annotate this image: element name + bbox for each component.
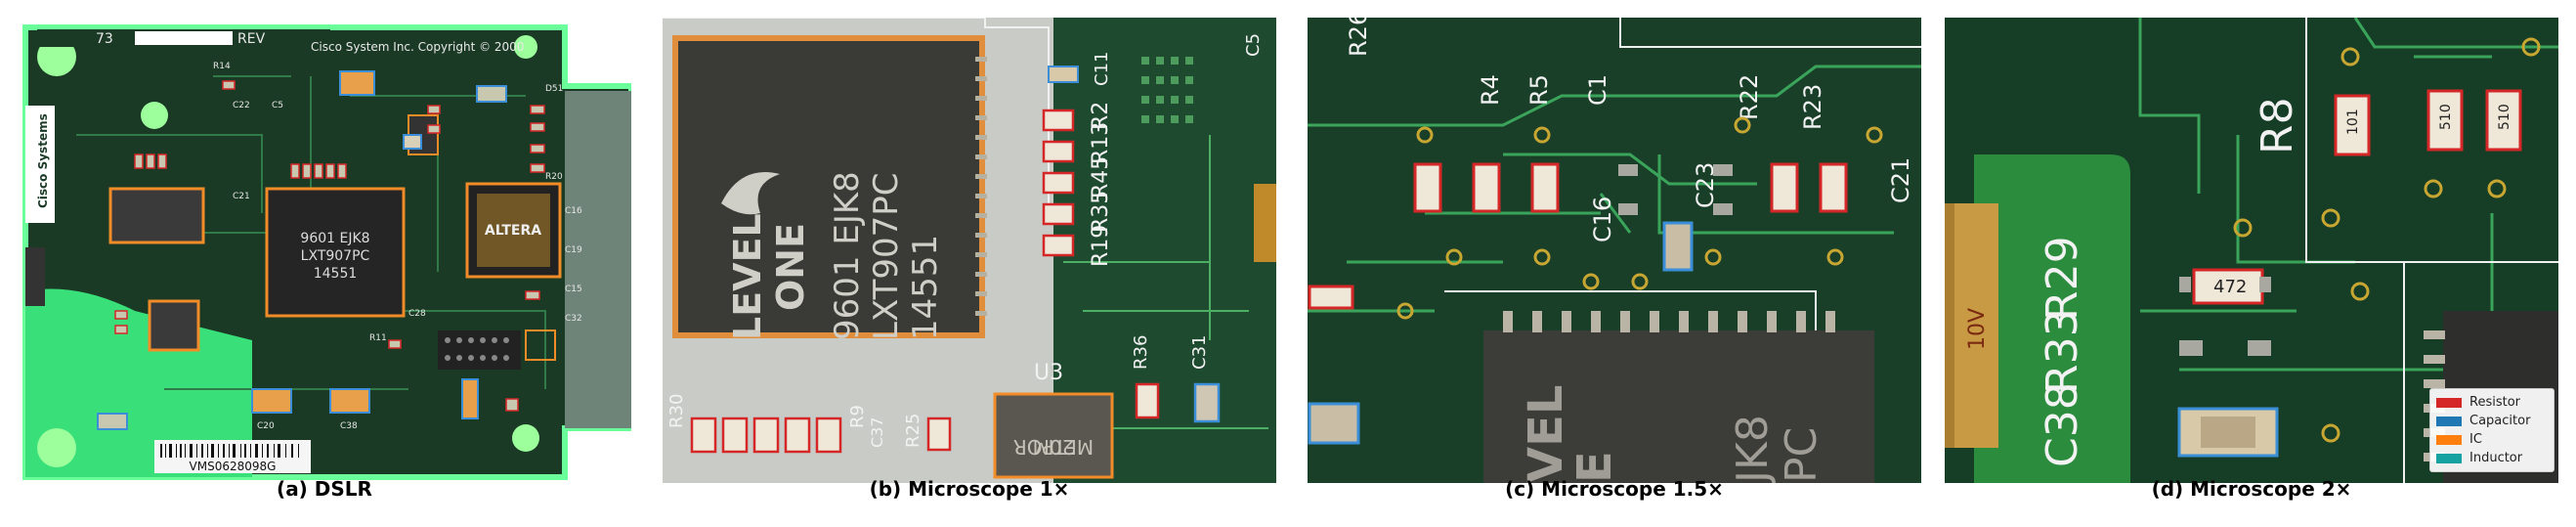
legend-item-capacitor: Capacitor	[2436, 412, 2548, 430]
resistor-code-1: 101	[2345, 109, 2361, 135]
label-c38: C38	[340, 421, 358, 431]
label-b-c37: C37	[868, 417, 886, 448]
label-b-c5: C5	[1243, 33, 1264, 57]
main-ic	[265, 187, 406, 318]
main-ic-line2: LXT907PC	[301, 248, 370, 264]
label-c-r4: R4	[1477, 74, 1504, 106]
caption-microscope-1x: (b) Microscope 1×	[869, 477, 1070, 501]
label-c32: C32	[565, 314, 582, 324]
label-b-r25: R25	[903, 414, 923, 448]
altera-label: ALTERA	[485, 223, 541, 239]
legend-label-capacitor: Capacitor	[2469, 414, 2531, 428]
main-ic-line3: 14551	[314, 266, 358, 282]
legend-label-resistor: Resistor	[2469, 395, 2520, 410]
label-b-r35: R35	[1089, 191, 1113, 233]
label-c-r26: R26	[1345, 18, 1372, 57]
label-r14: R14	[213, 62, 231, 71]
label-c-r5: R5	[1525, 74, 1553, 106]
label-r11: R11	[369, 333, 387, 343]
dslr-board-image: 73 REV Cisco System Inc. Copyright © 200…	[18, 18, 631, 483]
label-d-r8: R8	[2253, 97, 2302, 154]
resistor-code-3: 510	[2497, 104, 2512, 130]
chip-c-text2: E	[1567, 451, 1622, 483]
legend-item-inductor: Inductor	[2436, 449, 2548, 467]
small-ic-b-line1: MFTPOR	[1013, 435, 1094, 459]
legend-label-inductor: Inductor	[2469, 451, 2523, 465]
caption-microscope-1-5x: (c) Microscope 1.5×	[1505, 477, 1724, 501]
microscope-1x-image: LEVEL ONE 9601 EJK8 LXT907PC 14551 R2 R1…	[663, 18, 1276, 483]
board-number: 73	[96, 31, 113, 47]
legend: Resistor Capacitor IC Inductor	[2429, 388, 2555, 472]
label-b-r9: R9	[847, 405, 868, 428]
label-c-c16: C16	[1589, 197, 1616, 242]
label-c-c21: C21	[1887, 157, 1914, 203]
legend-swatch-inductor	[2436, 453, 2462, 463]
main-ic-line1: 9601 EJK8	[300, 231, 369, 246]
label-b-r13: R13	[1089, 122, 1113, 164]
panel-microscope-1x: LEVEL ONE 9601 EJK8 LXT907PC 14551 R2 R1…	[663, 18, 1276, 483]
barcode-text: VMS0628098G	[190, 460, 277, 473]
ic-outline	[108, 187, 205, 244]
legend-item-ic: IC	[2436, 430, 2548, 449]
label-d51: D51	[545, 84, 563, 94]
chip-c-text3: JK8	[1728, 415, 1778, 483]
label-b-c31: C31	[1189, 335, 1210, 370]
legend-swatch-resistor	[2436, 397, 2462, 408]
panel-microscope-2x: 10V R8 R29 R33 C38 101 510 510 472	[1945, 18, 2558, 483]
label-b-u3: U3	[1034, 361, 1063, 385]
label-r20: R20	[545, 172, 563, 182]
chip-b-brand1: LEVEL	[726, 213, 769, 340]
label-c28: C28	[408, 309, 426, 319]
label-b-r30: R30	[666, 394, 687, 428]
legend-label-ic: IC	[2469, 432, 2482, 447]
label-b-r2: R2	[1089, 102, 1113, 130]
small-ic-b	[993, 392, 1114, 479]
legend-swatch-ic	[2436, 434, 2462, 445]
small-ic-b-line2: 20M	[1033, 435, 1075, 459]
panel-microscope-1-5x: R26 R4 R5 C1 R22 R23 R8 C23 C16 C21	[1308, 18, 1921, 483]
caption-microscope-2x: (d) Microscope 2×	[2151, 477, 2352, 501]
label-d-r29: R29	[2038, 236, 2087, 321]
tantalum-cap-text: 10V	[1965, 308, 1990, 350]
chip-b-brand2: ONE	[769, 223, 812, 311]
resistor-code-4: 472	[2213, 277, 2247, 297]
label-c16: C16	[565, 206, 582, 216]
label-d-c38: C38	[2038, 382, 2087, 467]
label-c21: C21	[233, 192, 250, 201]
legend-swatch-capacitor	[2436, 416, 2462, 426]
panel-dslr: 73 REV Cisco System Inc. Copyright © 200…	[18, 18, 631, 483]
label-b-c11: C11	[1092, 52, 1112, 86]
legend-item-resistor: Resistor	[2436, 393, 2548, 412]
copyright-label: Cisco System Inc. Copyright © 2000	[311, 40, 524, 54]
caption-dslr: (a) DSLR	[277, 477, 372, 501]
chip-b-line2: LXT907PC	[867, 172, 906, 340]
label-c22: C22	[233, 101, 250, 110]
rev-label: REV	[237, 31, 266, 47]
microscope-1-5x-image: R26 R4 R5 C1 R22 R23 R8 C23 C16 C21	[1308, 18, 1921, 483]
label-b-r19: R19	[1089, 225, 1113, 267]
label-c-c1: C1	[1584, 74, 1611, 106]
chip-c-text1: VEL	[1519, 384, 1573, 483]
resistor-code-2: 510	[2438, 104, 2454, 130]
label-b-r45: R45	[1089, 156, 1113, 198]
label-c15: C15	[565, 285, 582, 294]
brand-label: Cisco Systems	[36, 113, 50, 208]
chip-b-line1: 9601 EJK8	[828, 171, 867, 340]
label-c19: C19	[565, 245, 582, 255]
label-c5: C5	[272, 101, 283, 110]
label-b-r36: R36	[1131, 335, 1151, 370]
label-c-r23: R23	[1799, 84, 1826, 130]
label-c-r22: R22	[1736, 74, 1763, 120]
label-d-r33: R33	[2038, 309, 2087, 394]
chip-c-text4: PC	[1777, 427, 1826, 483]
label-c20: C20	[257, 421, 275, 431]
chip-b-line3: 14551	[906, 235, 945, 340]
